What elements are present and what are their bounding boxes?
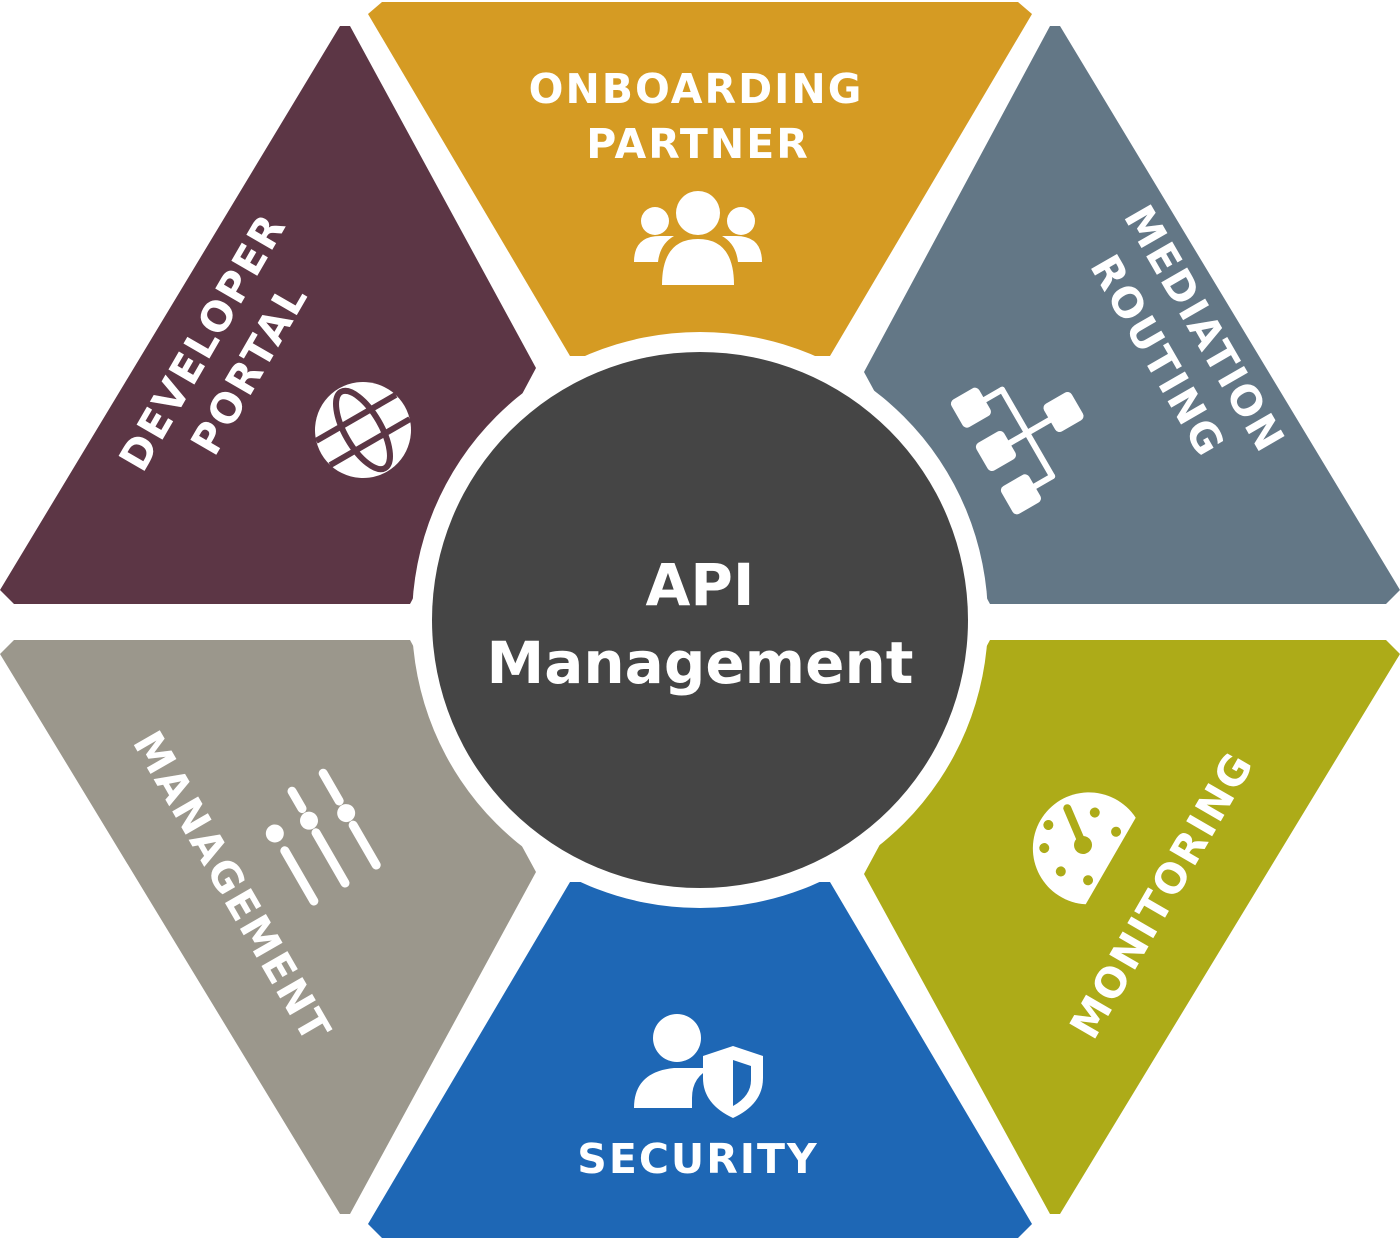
speedometer-icon [1032,792,1136,905]
sliders-icon [265,768,381,906]
hub-title-line1: API [646,551,755,619]
segment-management [0,640,536,1214]
segment-monitoring [864,640,1400,1214]
users-group-icon [634,191,762,285]
security-label: SECURITY [577,1135,818,1183]
hub-circle [432,352,968,888]
network-hierarchy-icon [950,386,1084,515]
globe-icon [314,382,412,478]
hub-title-line2: Management [487,629,914,697]
segment-security [368,882,1032,1238]
segment-developer-portal [0,26,536,604]
segment-onboarding-partner [368,2,1032,356]
onboarding-label-line2: PARTNER [586,120,810,168]
onboarding-label-line1: ONBOARDING [529,65,864,113]
user-shield-icon [634,1014,763,1118]
